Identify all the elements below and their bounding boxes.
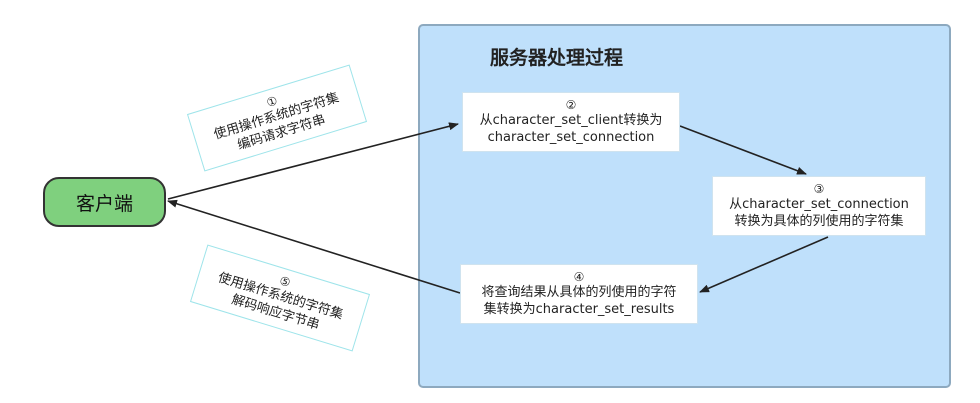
arrow-step4-to-client xyxy=(167,199,461,294)
arrow-step2-to-step3 xyxy=(679,125,807,175)
client-node: 客户端 xyxy=(43,177,166,227)
step-text-line: 将查询结果从具体的列使用的字符 xyxy=(481,285,677,300)
step-box-3: ③ 从character_set_connection 转换为具体的列使用的字符… xyxy=(712,176,926,236)
step-box-2: ② 从character_set_client转换为 character_set… xyxy=(462,92,680,152)
client-label: 客户端 xyxy=(75,192,133,215)
step-text-line: 从character_set_client转换为 xyxy=(479,113,663,128)
step-text-line: 集转换为character_set_results xyxy=(483,302,675,317)
step-box-4: ④ 将查询结果从具体的列使用的字符 集转换为character_set_resu… xyxy=(460,264,698,324)
step-number: ② xyxy=(565,98,577,112)
step-text-line: 从character_set_connection xyxy=(729,197,909,212)
step-text-line: character_set_connection xyxy=(487,130,655,145)
arrow-client-to-step2 xyxy=(167,122,459,200)
arrow-step3-to-step4 xyxy=(699,236,829,293)
step-number: ③ xyxy=(813,182,825,196)
step-text-line: 转换为具体的列使用的字符集 xyxy=(734,214,904,229)
step-number: ④ xyxy=(573,270,585,284)
server-title: 服务器处理过程 xyxy=(490,47,624,69)
